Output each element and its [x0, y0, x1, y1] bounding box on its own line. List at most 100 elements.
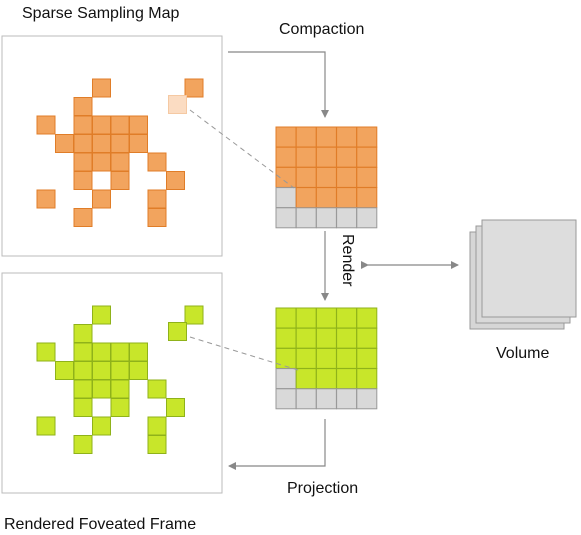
sample-cell — [73, 152, 93, 172]
sample-cell — [55, 361, 74, 380]
sample-cell — [110, 115, 130, 135]
grid-cell-filled — [336, 126, 358, 148]
sample-cell — [110, 171, 130, 190]
grid-cell-filled — [295, 146, 317, 168]
grid-cell-filled — [295, 368, 317, 390]
sample-cell — [55, 134, 74, 153]
sample-cell — [73, 324, 93, 343]
sample-cell — [92, 134, 111, 153]
grid-cell-filled — [295, 187, 317, 209]
sample-cell — [36, 416, 56, 436]
grid-cell-filled — [356, 126, 378, 148]
sample-cell — [110, 398, 130, 417]
sample-cell — [92, 361, 111, 380]
sample-cell — [129, 115, 148, 135]
grid-cell-filled — [336, 187, 358, 209]
grid-cell-filled — [315, 126, 337, 148]
grid-cell-empty — [356, 207, 378, 229]
rendered-grid — [275, 307, 378, 410]
grid-cell-filled — [295, 307, 317, 329]
sample-cell — [73, 208, 93, 227]
sample-cell — [73, 134, 93, 153]
sample-cell — [184, 305, 204, 325]
grid-cell-empty — [336, 207, 358, 229]
grid-cell-filled — [295, 126, 317, 148]
sample-cell — [36, 189, 56, 209]
sample-cell — [147, 189, 167, 209]
sample-cell — [36, 342, 56, 362]
projection-label: Projection — [287, 480, 359, 497]
volume-label: Volume — [496, 345, 550, 362]
compaction-mapping-line — [189, 109, 295, 189]
grid-cell-empty — [295, 207, 317, 229]
sample-cell — [92, 189, 111, 209]
sample-cell — [147, 416, 167, 436]
grid-cell-filled — [356, 187, 378, 209]
rendered-frame-title: Rendered Foveated Frame — [4, 516, 197, 533]
sample-cell — [129, 361, 148, 380]
grid-cell-filled — [275, 166, 297, 188]
grid-cell-empty — [315, 388, 337, 410]
rendered-sample-cells — [36, 305, 204, 454]
grid-cell-filled — [315, 146, 337, 168]
sample-cell — [92, 342, 111, 362]
sample-cell — [73, 171, 93, 190]
grid-cell-filled — [315, 327, 337, 349]
volume-stack-icon — [469, 219, 577, 330]
grid-cell-filled — [336, 146, 358, 168]
sample-cell — [147, 152, 167, 172]
render-label: Render — [339, 234, 356, 287]
sample-cell — [92, 305, 111, 325]
grid-cell-filled — [356, 347, 378, 369]
grid-cell-filled — [336, 166, 358, 188]
grid-cell-filled — [336, 327, 358, 349]
grid-cell-filled — [275, 347, 297, 369]
grid-cell-empty — [315, 207, 337, 229]
grid-cell-empty — [356, 388, 378, 410]
sample-cell — [110, 379, 130, 399]
compaction-arrow — [228, 51, 329, 118]
sample-cell — [92, 78, 111, 98]
sample-cell — [166, 398, 185, 417]
compaction-label: Compaction — [279, 21, 365, 38]
sample-cell — [168, 322, 187, 341]
sample-cell — [92, 115, 111, 135]
grid-cell-filled — [356, 368, 378, 390]
sample-cell — [110, 361, 130, 380]
sample-cell — [166, 171, 185, 190]
grid-cell-filled — [275, 307, 297, 329]
grid-cell-filled — [336, 347, 358, 369]
sparse-sample-cells — [36, 78, 204, 227]
grid-cell-filled — [315, 368, 337, 390]
grid-cell-filled — [356, 146, 378, 168]
sample-cell — [73, 97, 93, 116]
sample-cell — [110, 152, 130, 172]
sample-cell — [184, 78, 204, 98]
grid-cell-filled — [356, 307, 378, 329]
grid-cell-empty — [275, 388, 297, 410]
grid-cell-empty — [336, 388, 358, 410]
sample-cell — [92, 152, 111, 172]
sample-cell — [73, 342, 93, 362]
projection-arrow — [228, 419, 326, 470]
grid-cell-filled — [275, 327, 297, 349]
grid-cell-filled — [356, 327, 378, 349]
grid-cell-filled — [315, 187, 337, 209]
sample-cell — [147, 379, 167, 399]
compacted-grid — [275, 126, 378, 229]
sample-cell — [73, 435, 93, 454]
sample-cell — [147, 208, 167, 227]
grid-cell-filled — [336, 307, 358, 329]
grid-cell-filled — [336, 368, 358, 390]
grid-cell-filled — [315, 307, 337, 329]
sample-cell — [36, 115, 56, 135]
sample-cell — [73, 379, 93, 399]
grid-cell-filled — [315, 166, 337, 188]
grid-cell-empty — [275, 207, 297, 229]
projection-mapping-line — [189, 336, 299, 371]
grid-cell-filled — [295, 347, 317, 369]
grid-cell-filled — [295, 327, 317, 349]
sparse-map-title: Sparse Sampling Map — [22, 5, 180, 22]
grid-cell-empty — [275, 368, 297, 390]
